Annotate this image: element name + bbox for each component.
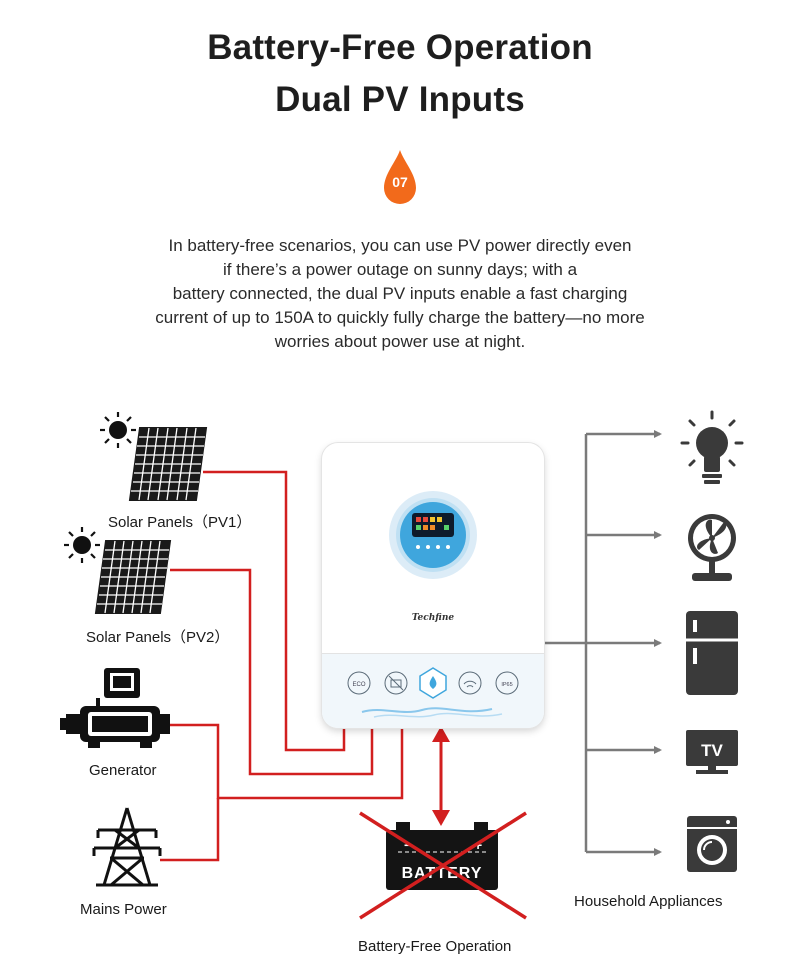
generator-label: Generator [89, 762, 157, 779]
battery-free-label: Battery-Free Operation [358, 938, 512, 955]
light-bulb-icon [680, 410, 744, 484]
sun-icon [100, 412, 136, 448]
description-line: worries about power use at night. [274, 332, 526, 351]
pv2-wire [170, 568, 374, 776]
transmission-tower-icon [92, 807, 162, 887]
red-wiring [160, 470, 404, 862]
inverter-feature-strip: ECO IP65 [322, 653, 544, 728]
fan-icon [688, 514, 736, 581]
description-line: if there’s a power outage on sunny days;… [222, 260, 578, 279]
generator-icon [60, 668, 170, 748]
eco-icon [347, 671, 371, 695]
sun-icon [64, 527, 100, 563]
pv1-label: Solar Panels（PV1） [108, 514, 252, 531]
description-line: battery connected, the dual PV inputs en… [172, 284, 628, 303]
inverter-display [389, 491, 477, 579]
no-battery-icon [384, 671, 408, 695]
description: In battery-free scenarios, you can use P… [110, 234, 690, 354]
page-title: Battery-Free Operation [207, 28, 593, 67]
pv1-wire [203, 470, 346, 752]
washing-machine-icon [687, 816, 737, 872]
mains-wire [160, 798, 220, 862]
inverter-device: Techfine ECO IP65 [322, 443, 544, 728]
household-appliances-label: Household Appliances [574, 893, 723, 910]
mains-power-label: Mains Power [80, 901, 167, 918]
refrigerator-icon [686, 611, 738, 695]
inverter-brand: Techfine [411, 613, 455, 623]
svg-text:ECO: ECO [352, 682, 365, 688]
tv-text: TV [701, 741, 723, 760]
page-subtitle: Dual PV Inputs [275, 80, 525, 119]
description-line: In battery-free scenarios, you can use P… [168, 236, 632, 255]
tv-icon [686, 730, 738, 774]
output-lines [545, 430, 662, 856]
solar-panel-icon [128, 427, 208, 501]
pv2-label: Solar Panels（PV2） [86, 629, 230, 646]
battery-double-arrow [432, 726, 450, 826]
drop-badge-icon [384, 150, 416, 204]
badge-number: 07 [392, 174, 408, 190]
wifi-icon [458, 671, 482, 695]
svg-text:IP65: IP65 [501, 682, 512, 688]
battery-cross-mark [359, 811, 527, 920]
ip65-icon [495, 671, 519, 695]
solar-panel-icon [94, 540, 172, 614]
description-line: current of up to 150A to quickly fully c… [155, 308, 645, 327]
